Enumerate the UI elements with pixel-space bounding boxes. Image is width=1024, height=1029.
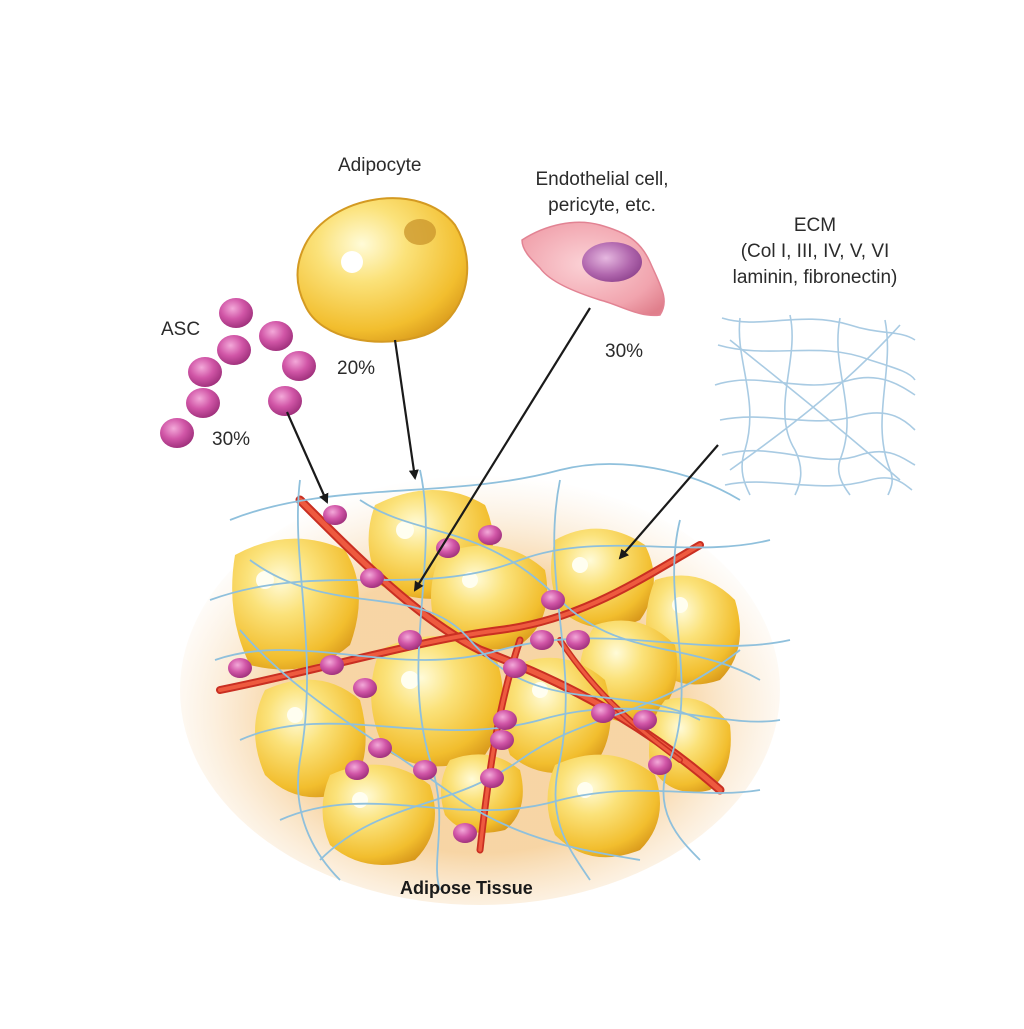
adipocyte-cell [371,636,503,767]
endothelial-cell-illustration [521,221,665,317]
arrow-endothelial [413,307,591,592]
tissue-label: Adipose Tissue [400,878,533,898]
endothelial-percentage: 30% [605,341,644,362]
arrow-asc [285,411,329,504]
endothelial-label-line1: Endothelial cell, [535,169,669,190]
adipocyte-illustration [296,197,469,343]
adipocyte-label: Adipocyte [338,155,422,176]
adipocyte-cell [255,679,366,798]
adipocyte-percentage: 20% [337,358,376,379]
adipocyte-cell [547,754,660,858]
tissue-asc-cells [228,505,672,843]
endothelial-label-line2: pericyte, etc. [548,195,656,216]
arrow-adipocyte [393,339,419,480]
asc-cell-group [160,298,316,448]
asc-label: ASC [161,319,201,340]
ecm-illustration [714,314,916,496]
arrows [285,307,719,592]
ecm-label-line2: (Col I, III, IV, V, VI [740,241,890,262]
asc-percentage: 30% [212,429,251,450]
ecm-label-line3: laminin, fibronectin) [732,267,898,288]
arrow-ecm [618,444,719,560]
ecm-label-line1: ECM [793,215,837,236]
adipocyte-cell [322,764,435,865]
